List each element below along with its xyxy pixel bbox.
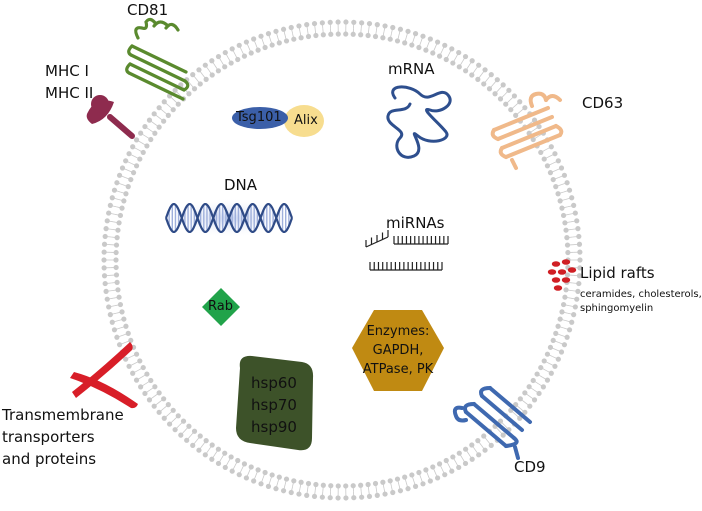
transmembrane-line-2: transporters bbox=[2, 426, 124, 448]
lipid-rafts-label: Lipid rafts bbox=[580, 264, 655, 282]
enzymes-line-3: ATPase, PK bbox=[352, 360, 444, 379]
cd9-label: CD9 bbox=[514, 458, 546, 476]
mirnas-icon bbox=[366, 230, 448, 270]
enzymes-line-2: GAPDH, bbox=[352, 341, 444, 360]
rab-label: Rab bbox=[208, 299, 233, 314]
lipid-bilayer-membrane bbox=[101, 19, 582, 500]
mhc-icon bbox=[87, 95, 132, 136]
transporter-icon bbox=[70, 342, 138, 408]
mirnas-label: miRNAs bbox=[386, 214, 445, 232]
transmembrane-label: Transmembrane transporters and proteins bbox=[2, 404, 124, 470]
alix-label: Alix bbox=[294, 113, 318, 128]
tsg101-label: Tsg101 bbox=[236, 110, 282, 125]
lipid-rafts-sub2: sphingomyelin bbox=[580, 302, 653, 316]
mhc2-label: MHC II bbox=[45, 84, 93, 102]
enzymes-label: Enzymes: GAPDH, ATPase, PK bbox=[352, 322, 444, 379]
enzymes-line-1: Enzymes: bbox=[352, 322, 444, 341]
hsp-label: hsp60 hsp70 hsp90 bbox=[236, 372, 312, 438]
cd81-icon bbox=[127, 19, 188, 99]
hsp-line-1: hsp60 bbox=[236, 372, 312, 394]
transmembrane-line-1: Transmembrane bbox=[2, 404, 124, 426]
cd63-label: CD63 bbox=[582, 94, 623, 112]
mrna-icon bbox=[388, 87, 450, 157]
cd63-icon bbox=[493, 94, 562, 168]
dna-label: DNA bbox=[224, 176, 257, 194]
transmembrane-line-3: and proteins bbox=[2, 448, 124, 470]
dna-helix-icon bbox=[165, 198, 293, 238]
lipid-rafts-sub1: ceramides, cholesterols, bbox=[580, 288, 702, 302]
mhc1-label: MHC I bbox=[45, 62, 89, 80]
mrna-label: mRNA bbox=[388, 60, 435, 78]
cd81-label: CD81 bbox=[127, 1, 168, 19]
hsp-line-2: hsp70 bbox=[236, 394, 312, 416]
hsp-line-3: hsp90 bbox=[236, 416, 312, 438]
